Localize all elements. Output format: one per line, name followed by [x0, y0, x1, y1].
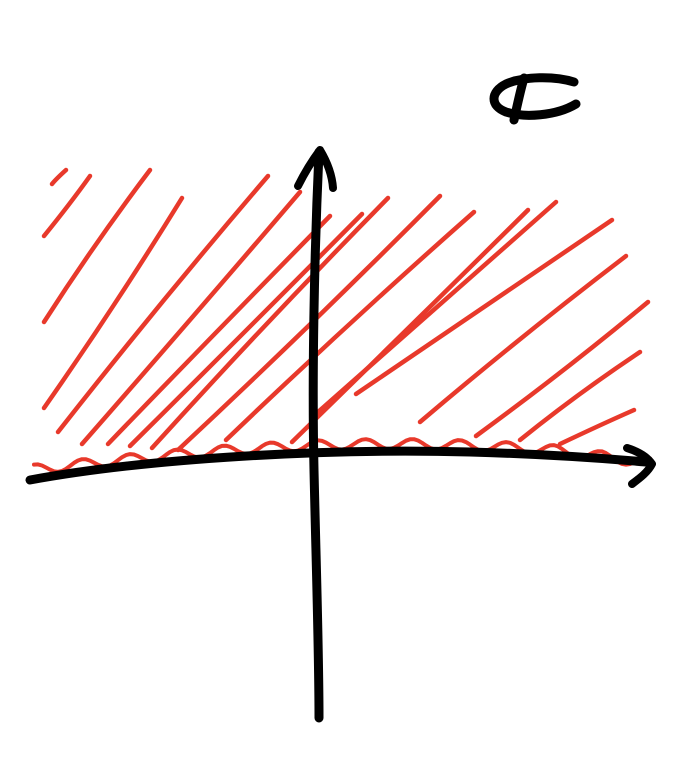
- hatch-stroke: [41, 173, 93, 239]
- imaginary-axis-arrowhead: [294, 146, 337, 192]
- hatch-stroke: [55, 173, 271, 435]
- real-axis-arrowhead: [623, 444, 656, 488]
- hatch-stroke: [353, 217, 615, 397]
- hatch-stroke: [149, 195, 391, 451]
- hatch-stroke: [105, 213, 333, 447]
- hatch-stroke: [49, 167, 69, 187]
- hatch-stroke: [79, 189, 303, 447]
- hatch-stroke: [289, 207, 531, 445]
- hatch-stroke: [557, 407, 637, 447]
- hatch-stroke: [41, 195, 185, 411]
- real-axis: [25, 446, 651, 485]
- complex-plane-symbol-icon: [489, 73, 581, 125]
- hatch-stroke: [223, 209, 477, 443]
- hatch-stroke: [417, 253, 629, 425]
- hatch-stroke: [315, 199, 559, 415]
- hatch-stroke: [41, 167, 153, 325]
- hatch-stroke: [473, 299, 651, 439]
- imaginary-axis: [308, 147, 324, 723]
- hatch-stroke: [517, 349, 643, 443]
- hatch-stroke: [127, 211, 365, 449]
- shaded-upper-half-plane: [41, 167, 651, 453]
